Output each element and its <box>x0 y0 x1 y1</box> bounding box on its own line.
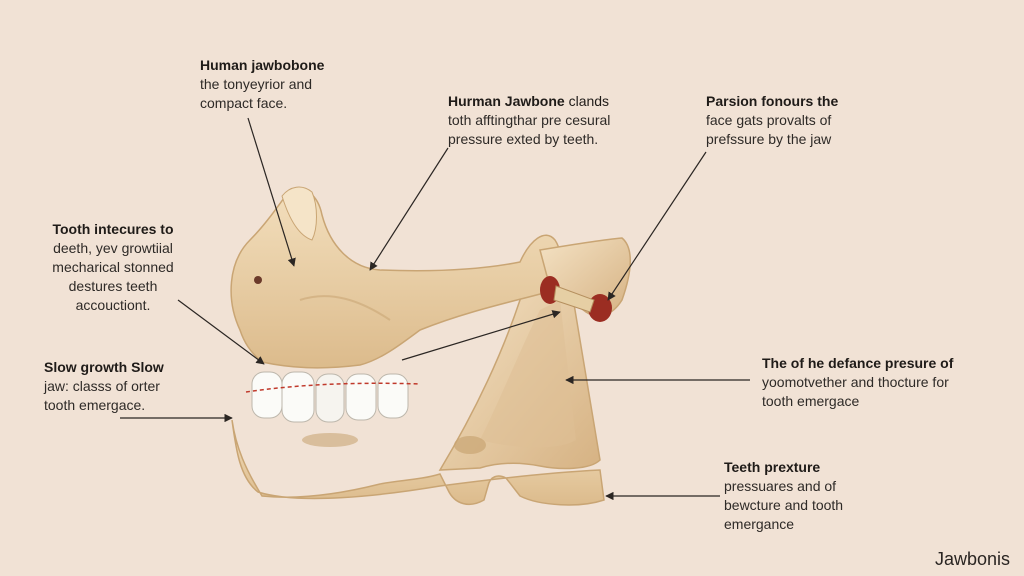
leader-line <box>177 299 265 365</box>
leader-line <box>607 151 707 301</box>
label-tooth-intecures: Tooth intecures to deeth, yev growtiial … <box>30 220 196 315</box>
label-title: The of he defance presure of <box>762 355 954 371</box>
label-title: Human jawbobone <box>200 57 325 73</box>
label-line: deeth, yev growtiial <box>53 240 173 256</box>
upper-teeth <box>251 371 409 423</box>
leader-line <box>401 310 561 361</box>
ramus-inner-shadow <box>480 300 576 448</box>
label-title: Slow growth Slow <box>44 359 164 375</box>
label-defance-presure: The of he defance presure of yoomotvethe… <box>762 354 1012 411</box>
mandibular-foramen <box>454 436 486 454</box>
label-line: face gats provalts of <box>706 112 832 128</box>
label-line: pressure exted by teeth. <box>448 131 599 147</box>
label-slow-growth: Slow growth Slow jaw: classs of orter to… <box>44 358 244 415</box>
label-line: tooth emergace. <box>44 397 146 413</box>
tooth <box>281 371 315 423</box>
maxilla-crease <box>299 295 391 321</box>
label-pressure-teeth: Hurman Jawbone clands toth afftingthar p… <box>448 92 708 149</box>
leader-line <box>247 117 296 267</box>
label-line: prefssure by the jaw <box>706 131 832 147</box>
label-line: pressuares and of <box>724 478 837 494</box>
label-line: jaw: classs of orter <box>44 378 160 394</box>
label-title: Teeth prexture <box>724 459 821 475</box>
leader-lines <box>120 117 750 501</box>
label-title: Hurman Jawbone clands <box>448 92 708 111</box>
label-line: mecharical stonned <box>52 259 174 275</box>
label-face-pressure: Parsion fonours the face gats provalts o… <box>706 92 946 149</box>
joint-bridge <box>553 285 595 313</box>
label-line: accouctiont. <box>75 297 151 313</box>
orbit-hole <box>254 276 262 284</box>
nasal-process <box>281 186 317 241</box>
tmj-joint <box>540 276 612 322</box>
mandible-body <box>231 419 605 506</box>
label-title-tail: clands <box>564 93 610 109</box>
tooth <box>345 373 377 421</box>
label-line: tooth emergace <box>762 393 860 409</box>
label-line: destures teeth <box>68 278 158 294</box>
label-title-bold: Hurman Jawbone <box>448 93 565 109</box>
leader-line <box>369 147 449 271</box>
label-jawbone: Human jawbobone the tonyeyrior and compa… <box>200 56 440 113</box>
label-line: compact face. <box>200 95 288 111</box>
label-title: Tooth intecures to <box>52 221 174 237</box>
label-teeth-prexture: Teeth prexture pressuares and of bewctur… <box>724 458 944 534</box>
label-line: toth afftingthar pre cesural <box>448 112 611 128</box>
footer-title: Jawbonis <box>934 549 1010 569</box>
label-title: Parsion fonours the <box>706 93 839 109</box>
label-line: bewcture and tooth <box>724 497 844 513</box>
label-line: yoomotvether and thocture for <box>762 374 949 390</box>
mandible <box>231 275 605 506</box>
mental-notch <box>302 433 358 447</box>
tooth <box>377 373 409 419</box>
label-line: the tonyeyrior and <box>200 76 313 92</box>
label-line: emergance <box>724 516 795 532</box>
bite-line <box>245 382 421 393</box>
tooth <box>251 371 283 419</box>
tooth <box>315 373 345 423</box>
